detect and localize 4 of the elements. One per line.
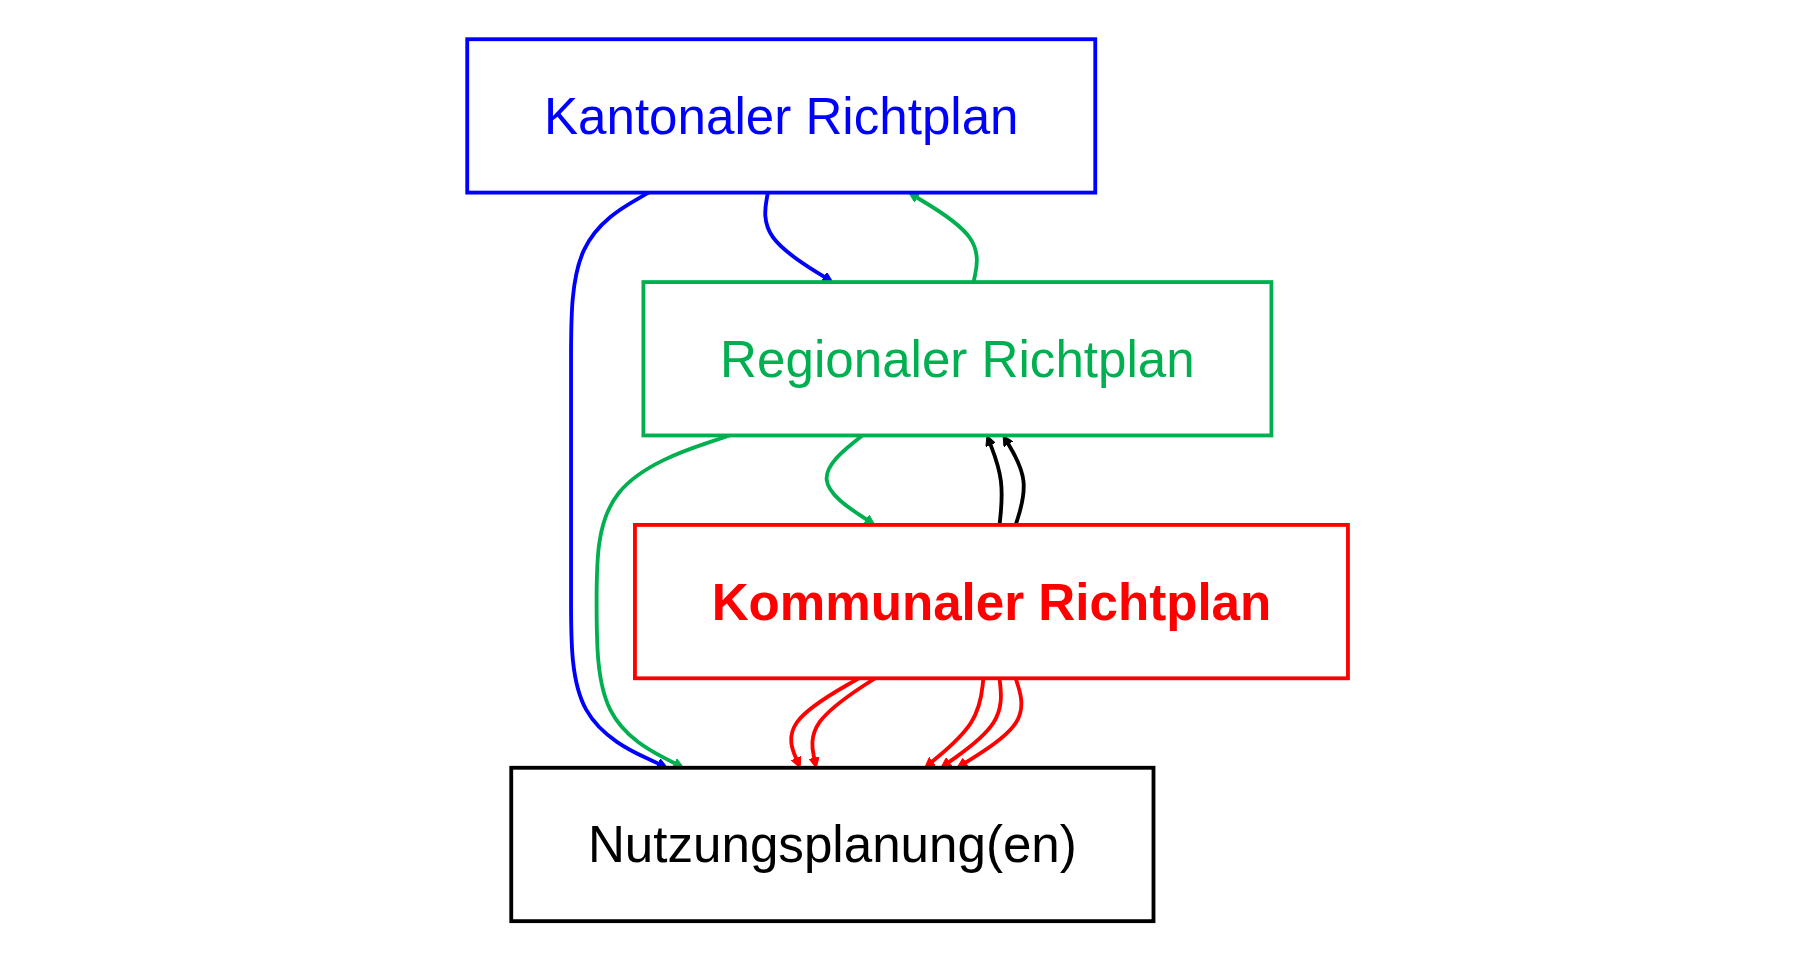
node-box: Regionaler Richtplan: [641, 279, 1274, 438]
node-box: Kommunaler Richtplan: [633, 522, 1351, 681]
node-box: Nutzungsplanung(en): [509, 765, 1156, 923]
node-box: Kantonaler Richtplan: [465, 37, 1098, 195]
